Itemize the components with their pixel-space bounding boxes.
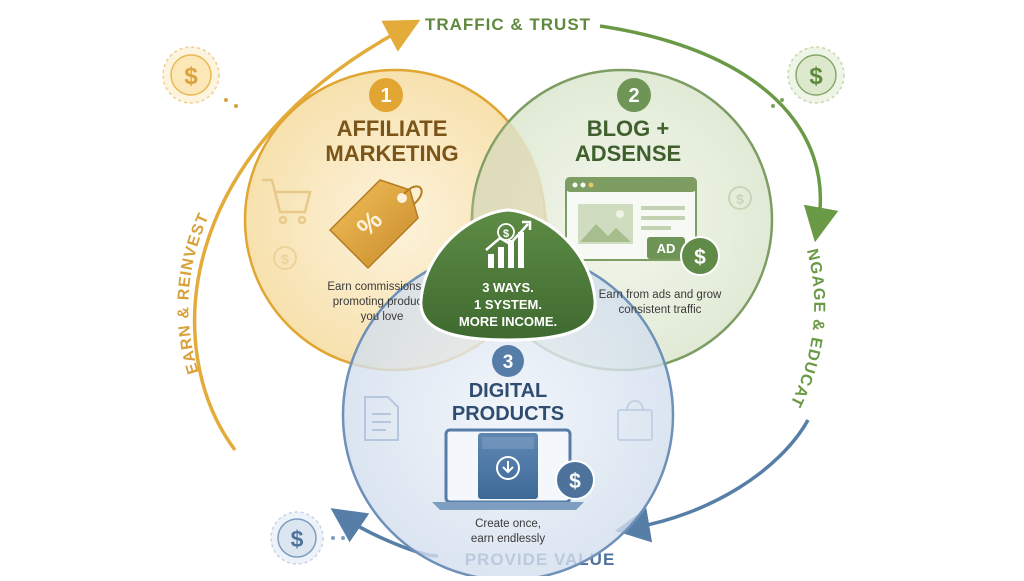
growth-chart-icon: $ xyxy=(485,220,532,268)
digital-section: 3 DIGITAL PRODUCTS $ Create once, ear xyxy=(364,345,653,545)
svg-text:$: $ xyxy=(694,246,706,269)
digital-desc-line1: Create once, xyxy=(475,518,541,530)
svg-text:$: $ xyxy=(809,63,823,90)
center-line1: 3 WAYS. xyxy=(482,280,534,295)
affiliate-title-line1: AFFILIATE xyxy=(337,116,448,141)
blog-title-line1: BLOG + xyxy=(587,116,670,141)
cycle-label-top: TRAFFIC & TRUST xyxy=(425,15,591,34)
affiliate-title-line2: MARKETING xyxy=(325,141,458,166)
digital-number: 3 xyxy=(503,352,514,373)
coin-top-right: $ xyxy=(771,46,845,108)
cycle-label-left: EARN & REINVEST xyxy=(175,210,212,376)
arc-top-right xyxy=(599,24,839,243)
cart-icon xyxy=(262,178,312,225)
price-tag-icon: % xyxy=(328,179,423,270)
svg-text:$: $ xyxy=(503,228,509,240)
affiliate-desc-line2: promoting products xyxy=(333,296,432,308)
svg-text:$: $ xyxy=(184,63,198,90)
coin-faint-green-icon: $ xyxy=(728,186,752,210)
coin-bottom-left: $ xyxy=(270,511,345,565)
center-line2: 1 SYSTEM. xyxy=(474,297,542,312)
blog-section: 2 BLOG + ADSENSE AD $ $ Earn from ads an… xyxy=(565,78,752,316)
download-box-icon xyxy=(478,433,538,499)
ad-badge-label: AD xyxy=(657,241,676,256)
svg-text:$: $ xyxy=(736,191,744,207)
ad-badge: AD xyxy=(647,237,685,259)
affiliate-section: 1 AFFILIATE MARKETING $ % Earn commissio… xyxy=(262,78,459,323)
blog-title-line2: ADSENSE xyxy=(575,141,681,166)
arc-left-top xyxy=(192,19,421,452)
dollar-coin-icon: $ xyxy=(680,236,720,276)
blog-number: 2 xyxy=(628,85,639,107)
affiliate-desc-line3: you love xyxy=(361,311,404,323)
center-line3: MORE INCOME. xyxy=(459,314,557,329)
dollar-coin-blue-icon: $ xyxy=(555,460,595,500)
digital-title-line1: DIGITAL xyxy=(469,380,548,402)
digital-title-line2: PRODUCTS xyxy=(452,403,564,425)
cycle-label-left-wrap: EARN & REINVEST xyxy=(175,210,213,376)
blog-desc-line1: Earn from ads and grow xyxy=(599,289,722,301)
coin-top-left: $ xyxy=(162,46,238,108)
affiliate-desc-line1: Earn commissions by xyxy=(327,281,437,293)
document-icon xyxy=(364,396,399,441)
svg-text:$: $ xyxy=(281,251,289,267)
affiliate-number: 1 xyxy=(380,85,391,107)
shopping-bag-icon xyxy=(617,400,653,441)
svg-text:$: $ xyxy=(291,526,304,552)
blog-desc-line2: consistent traffic xyxy=(619,304,702,316)
svg-text:$: $ xyxy=(569,470,581,493)
center-hub: $ 3 WAYS. 1 SYSTEM. MORE INCOME. xyxy=(419,208,597,342)
arc-right-bottom xyxy=(614,419,810,543)
coin-faint-icon: $ xyxy=(273,246,297,270)
digital-desc-line2: earn endlessly xyxy=(471,533,545,545)
